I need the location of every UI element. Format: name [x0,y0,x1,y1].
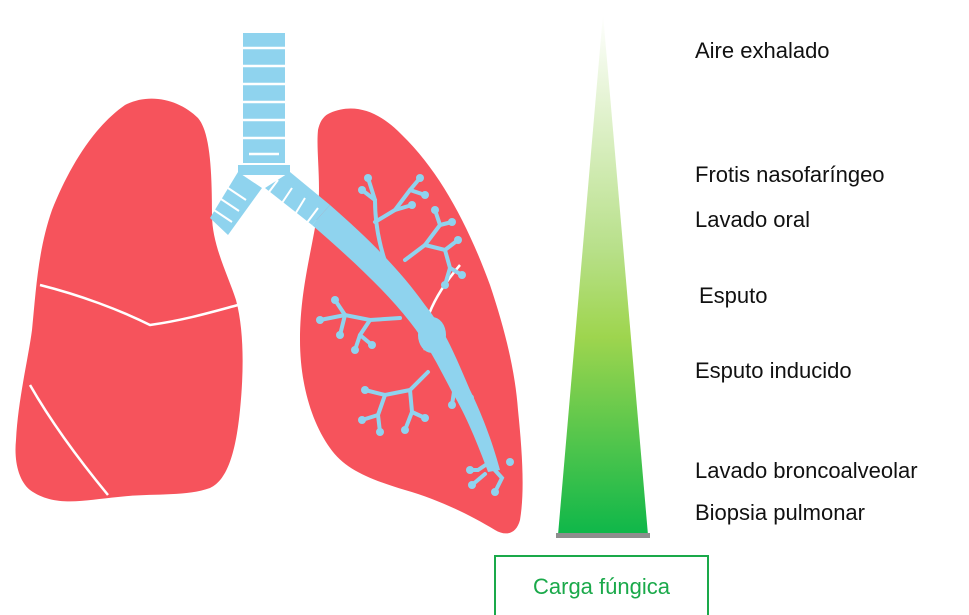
fungal-load-base [556,533,650,538]
sample-label: Biopsia pulmonar [695,500,865,526]
sample-label: Lavado broncoalveolar [695,458,918,484]
sample-label: Aire exhalado [695,38,830,64]
left-bronchus [210,172,262,235]
sample-label: Frotis nasofaríngeo [695,162,885,188]
sample-label: Esputo inducido [695,358,852,384]
trachea [238,33,290,175]
fungal-load-box: Carga fúngica [494,555,709,615]
sample-label: Esputo [699,283,768,309]
fungal-load-triangle [558,14,648,535]
sample-label: Lavado oral [695,207,810,233]
fungal-load-label: Carga fúngica [496,574,707,600]
left-lung [16,99,243,502]
